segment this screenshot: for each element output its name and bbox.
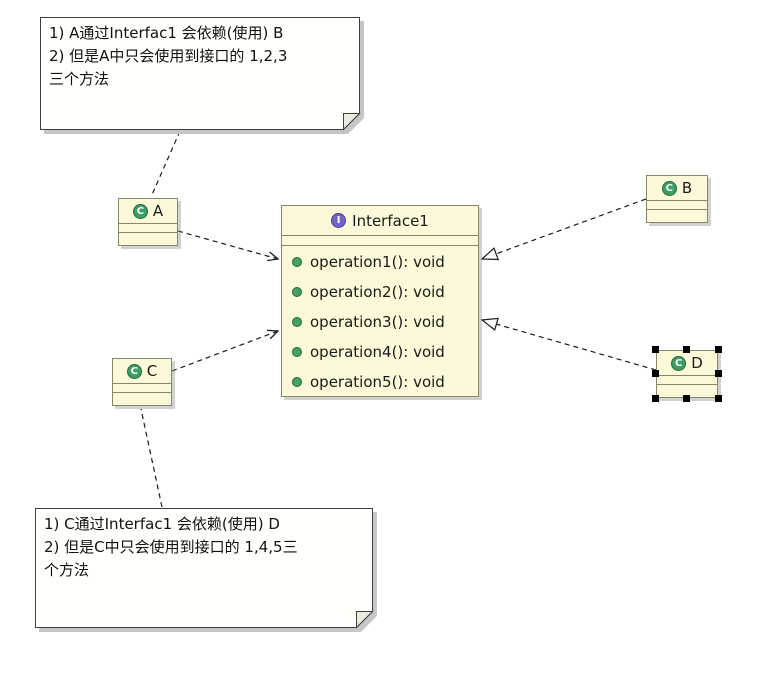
class-c[interactable]: C C	[112, 358, 172, 406]
public-method-icon	[292, 347, 302, 357]
class-d-header: C D	[657, 351, 717, 375]
interface-icon: I	[331, 213, 347, 228]
class-icon: C	[661, 180, 677, 196]
class-a-name: A	[152, 201, 164, 220]
selection-handle[interactable]	[683, 395, 690, 402]
interface1-header: I Interface1	[282, 206, 478, 236]
class-icon: C	[132, 203, 148, 219]
note-a-line-3: 三个方法	[49, 70, 110, 88]
method-row-operation5[interactable]: operation5(): void	[282, 367, 478, 397]
public-method-icon	[292, 287, 302, 297]
selection-handle[interactable]	[652, 395, 659, 402]
note-c-text: 1) C通过Interfac1 会依赖(使用) D 2) 但是C中只会使用到接口…	[44, 513, 298, 582]
note-c[interactable]: 1) C通过Interfac1 会依赖(使用) D 2) 但是C中只会使用到接口…	[35, 508, 379, 634]
dependency-c-to-interface1[interactable]	[171, 331, 278, 372]
note-shape	[40, 17, 364, 134]
method-label: operation3(): void	[310, 313, 445, 331]
method-label: operation5(): void	[310, 373, 445, 391]
class-b-name: B	[681, 178, 693, 197]
class-c-header: C C	[113, 359, 171, 383]
method-row-operation1[interactable]: operation1(): void	[282, 247, 478, 277]
note-c-line-3: 个方法	[44, 561, 90, 579]
class-b[interactable]: C B	[646, 175, 708, 223]
public-method-icon	[292, 377, 302, 387]
method-label: operation2(): void	[310, 283, 445, 301]
selection-handle[interactable]	[683, 346, 690, 353]
note-a[interactable]: 1) A通过Interfac1 会依赖(使用) B 2) 但是A中只会使用到接口…	[40, 17, 366, 136]
interface1-class[interactable]: I Interface1 operation1(): void operatio…	[281, 205, 479, 397]
selection-handle[interactable]	[715, 395, 722, 402]
method-row-operation3[interactable]: operation3(): void	[282, 307, 478, 337]
class-a-attributes-compartment	[119, 223, 177, 232]
class-c-attributes-compartment	[113, 383, 171, 392]
class-d-operations-compartment	[657, 384, 717, 397]
class-a[interactable]: C A	[118, 198, 178, 246]
method-label: operation4(): void	[310, 343, 445, 361]
method-row-operation2[interactable]: operation2(): void	[282, 277, 478, 307]
note-a-anchor-line[interactable]	[150, 130, 181, 198]
realization-d-to-interface1[interactable]	[480, 317, 657, 371]
note-a-line-1: 1) A通过Interfac1 会依赖(使用) B	[49, 24, 284, 42]
note-a-text: 1) A通过Interfac1 会依赖(使用) B 2) 但是A中只会使用到接口…	[49, 22, 287, 91]
interface1-name: Interface1	[352, 211, 429, 230]
class-d-attributes-compartment	[657, 375, 717, 384]
selection-handle[interactable]	[715, 346, 722, 353]
class-c-name: C	[146, 361, 158, 380]
note-shape	[35, 508, 377, 632]
method-label: operation1(): void	[310, 253, 445, 271]
note-c-line-2: 2) 但是C中只会使用到接口的 1,4,5三	[44, 538, 298, 556]
realization-b-to-interface1[interactable]	[480, 198, 647, 261]
public-method-icon	[292, 257, 302, 267]
note-c-line-1: 1) C通过Interfac1 会依赖(使用) D	[44, 515, 280, 533]
class-c-operations-compartment	[113, 392, 171, 405]
class-b-operations-compartment	[647, 209, 707, 222]
note-c-anchor-line[interactable]	[140, 408, 163, 508]
interface1-methods-list: operation1(): void operation2(): void op…	[282, 246, 478, 397]
class-d-name: D	[691, 353, 703, 372]
note-a-line-2: 2) 但是A中只会使用到接口的 1,2,3	[49, 47, 288, 65]
class-d[interactable]: C D	[652, 346, 722, 402]
class-b-header: C B	[647, 176, 707, 200]
class-a-header: C A	[119, 199, 177, 223]
class-a-operations-compartment	[119, 232, 177, 245]
selection-handle[interactable]	[652, 370, 659, 377]
public-method-icon	[292, 317, 302, 327]
interface1-attributes-compartment	[282, 236, 478, 246]
class-icon: C	[671, 355, 687, 371]
class-b-attributes-compartment	[647, 200, 707, 209]
selection-handle[interactable]	[652, 346, 659, 353]
method-row-operation4[interactable]: operation4(): void	[282, 337, 478, 367]
dependency-a-to-interface1[interactable]	[177, 230, 278, 259]
class-icon: C	[126, 363, 142, 379]
selection-handle[interactable]	[715, 370, 722, 377]
